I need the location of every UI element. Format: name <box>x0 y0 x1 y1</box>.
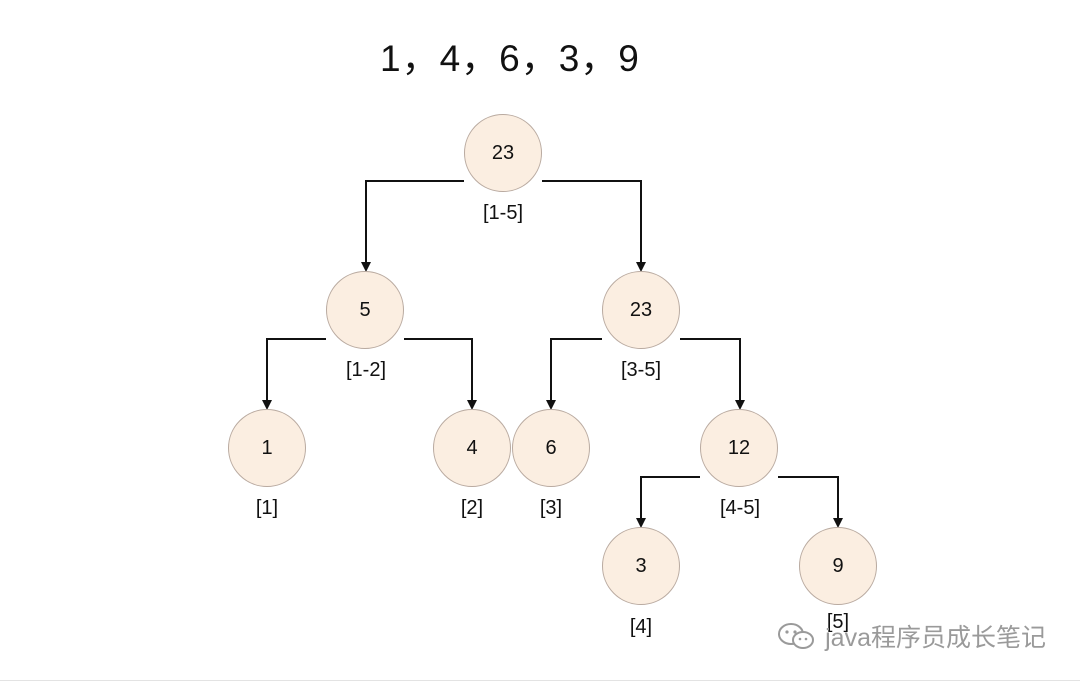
edge-left-left <box>262 338 326 410</box>
range-label-12: [4-5] <box>719 497 761 519</box>
edge-left-right <box>404 338 477 410</box>
range-label-leaf-5: [5] <box>826 611 850 633</box>
range-label-leaf-3: [3] <box>539 497 563 519</box>
watermark-text: java程序员成长笔记 <box>825 624 1046 652</box>
tree-node-left: 5 <box>326 271 404 349</box>
edge-root-right <box>542 180 646 272</box>
tree-node-leaf-5: 9 <box>799 527 877 605</box>
edge-right-right <box>680 338 745 410</box>
tree-node-leaf-3: 6 <box>512 409 590 487</box>
bottom-divider <box>0 680 1080 681</box>
range-label-left: [1-2] <box>345 359 387 381</box>
range-label-leaf-1: [1] <box>255 497 279 519</box>
edge-root-left <box>361 180 464 272</box>
tree-node-12: 12 <box>700 409 778 487</box>
watermark: java程序员成长笔记 <box>775 618 1046 654</box>
tree-node-root: 23 <box>464 114 542 192</box>
range-label-right: [3-5] <box>620 359 662 381</box>
range-label-leaf-2: [2] <box>460 497 484 519</box>
tree-node-leaf-4: 3 <box>602 527 680 605</box>
edge-right-left <box>546 338 602 410</box>
range-label-leaf-4: [4] <box>629 616 653 638</box>
edge-rr-right <box>778 476 843 528</box>
tree-node-right: 23 <box>602 271 680 349</box>
edge-rr-left <box>636 476 700 528</box>
tree-node-leaf-1: 1 <box>228 409 306 487</box>
sequence-title: 1，4，6，3，9 <box>380 38 640 79</box>
wechat-icon <box>778 623 815 649</box>
range-label-root: [1-5] <box>482 202 524 224</box>
tree-node-leaf-2: 4 <box>433 409 511 487</box>
